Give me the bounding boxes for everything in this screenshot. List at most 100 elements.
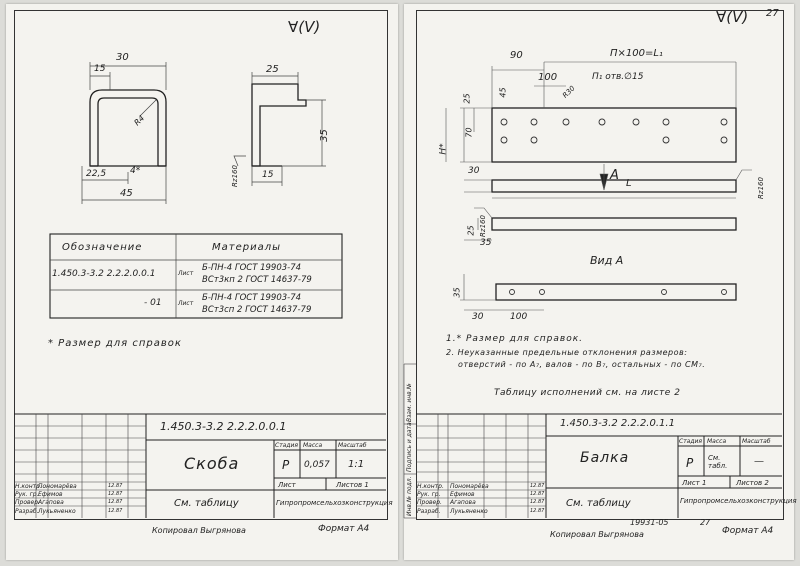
view-a-label: Вид А: [590, 254, 624, 267]
side-strip-sign: Подпись и дата: [406, 422, 413, 472]
archive-stamp: 19931-05: [630, 518, 669, 527]
surface-finish-mark: ∀(V): [288, 18, 321, 36]
dim-30: 30: [468, 166, 480, 176]
scale-label: Масштаб: [742, 438, 771, 445]
organization: Гипропромсельхозконструкция: [680, 497, 797, 505]
table-row-material-2: ВСт3сп 2 ГОСТ 14637-79: [202, 305, 312, 315]
dim-70: 70: [464, 127, 474, 138]
part-name: Балка: [580, 450, 630, 466]
dim-90: 90: [510, 50, 523, 61]
staff-date: 12.87: [530, 483, 545, 489]
variants-note: Таблицу исполнений см. на листе 2: [494, 388, 681, 398]
material-ref: См. таблицу: [566, 498, 631, 509]
note-2: 2. Неуказанные предельные отклонения раз…: [446, 348, 688, 357]
drawing-sheet-balka: ∀(V) 27: [403, 4, 797, 560]
footer-format: Формат А4: [318, 524, 370, 534]
view-a-dim-30: 30: [472, 312, 484, 322]
staff-role: Разраб.: [15, 508, 39, 515]
staff-date: 12.87: [530, 508, 545, 514]
sheet-frame: [14, 10, 388, 520]
view-a-dim-100: 100: [510, 312, 528, 322]
doc-number: 1.450.3-3.2 2.2.2.0.0.1: [160, 420, 287, 433]
dim-height: Н*: [438, 143, 449, 155]
holes-callout: П₁ отв.∅15: [592, 72, 644, 82]
sheets-label: Листов 2: [736, 479, 769, 487]
staff-name: Ефимов: [38, 491, 63, 498]
view-a-dim-35: 35: [452, 287, 462, 298]
staff-role: Рук. гр.: [15, 491, 39, 498]
side-strip-inv: Инв.№ подл.: [406, 476, 413, 517]
title-block-lines: [14, 413, 386, 518]
staff-name: Пономарёва: [450, 483, 489, 490]
dim-25-lower: 25: [466, 225, 476, 236]
sheets-label: Листов 1: [336, 481, 369, 489]
staff-name: Лукьяненко: [38, 508, 76, 515]
table-row-designation: - 01: [144, 298, 162, 308]
sheet-label: Лист 1: [682, 479, 707, 487]
staff-date: 12.87: [108, 508, 123, 514]
staff-name: Пономарёва: [38, 483, 77, 490]
surface-finish-mark: ∀(V): [716, 8, 749, 26]
material-ref: См. таблицу: [174, 498, 239, 509]
dim-45: 45: [120, 188, 133, 199]
table-row-list-label: Лист: [178, 300, 194, 307]
staff-name: Ефимов: [450, 491, 475, 498]
dim-30: 30: [116, 52, 129, 63]
table-row-designation: 1.450.3-3.2 2.2.2.0.0.1: [52, 269, 156, 279]
table-row-material-2: ВСт3кп 2 ГОСТ 14637-79: [202, 275, 312, 285]
dim-4: 4*: [130, 166, 141, 176]
drawing-sheet-skoba: ∀(V): [6, 4, 398, 560]
dim-25: 25: [462, 93, 472, 104]
dim-15-side: 15: [262, 170, 274, 180]
mass-value: 0,057: [304, 460, 330, 470]
dim-formula: П×100=L₁: [610, 48, 663, 59]
footer-format: Формат А4: [722, 526, 774, 536]
sheet-label: Лист: [278, 481, 296, 489]
staff-date: 12.87: [530, 491, 545, 497]
staff-name: Агапова: [450, 499, 476, 506]
sheet-frame: [416, 10, 784, 520]
dim-45: 45: [498, 87, 508, 98]
view-arrow-label: А: [610, 168, 619, 183]
reference-note: * Размер для справок: [48, 338, 182, 349]
table-row-material-1: Б-ПН-4 ГОСТ 19903-74: [202, 263, 302, 273]
dim-35: 35: [480, 238, 492, 248]
scale-value: —: [754, 456, 764, 467]
staff-date: 12.87: [530, 499, 545, 505]
table-header-materials: Материалы: [212, 242, 281, 253]
part-name: Скоба: [184, 454, 240, 473]
archive-stamp-page: 27: [700, 518, 711, 527]
stage-value: Р: [282, 458, 290, 472]
table-header-designation: Обозначение: [62, 242, 143, 253]
mass-value: См. табл.: [708, 454, 728, 470]
mass-label: Масса: [303, 442, 323, 449]
staff-role: Провер.: [417, 499, 442, 506]
mass-label: Масса: [707, 438, 727, 445]
stage-label: Стадия: [679, 438, 703, 445]
dim-length: L: [626, 178, 632, 189]
beam-drawing: [403, 61, 782, 519]
roughness-rz160: Rz160: [478, 215, 487, 237]
staff-name: Агапова: [38, 499, 64, 506]
dim-22-5: 22,5: [86, 169, 107, 179]
note-1: 1.* Размер для справок.: [446, 334, 583, 344]
dim-25: 25: [266, 64, 279, 75]
doc-number: 1.450.3-3.2 2.2.2.0.1.1: [560, 418, 675, 429]
staff-role: Н.контр.: [15, 483, 42, 490]
page-number: 27: [766, 8, 779, 19]
staff-name: Лукьяненко: [450, 508, 488, 515]
footer-copied-by: Копировал Выгрянова: [550, 530, 644, 539]
stage-label: Стадия: [275, 442, 299, 449]
staff-date: 12.87: [108, 491, 123, 497]
staff-role: Разраб.: [417, 508, 441, 515]
staff-date: 12.87: [108, 499, 123, 505]
scale-value: 1:1: [348, 459, 365, 470]
bracket-front-view: [49, 62, 343, 319]
table-row-material-1: Б-ПН-4 ГОСТ 19903-74: [202, 293, 302, 303]
scale-label: Масштаб: [338, 442, 367, 449]
staff-role: Н.контр.: [417, 483, 444, 490]
dim-15: 15: [94, 64, 106, 74]
dim-100: 100: [538, 72, 558, 83]
staff-role: Рук. гр.: [417, 491, 441, 498]
side-strip-replace: Взам. инв.№: [406, 383, 413, 422]
